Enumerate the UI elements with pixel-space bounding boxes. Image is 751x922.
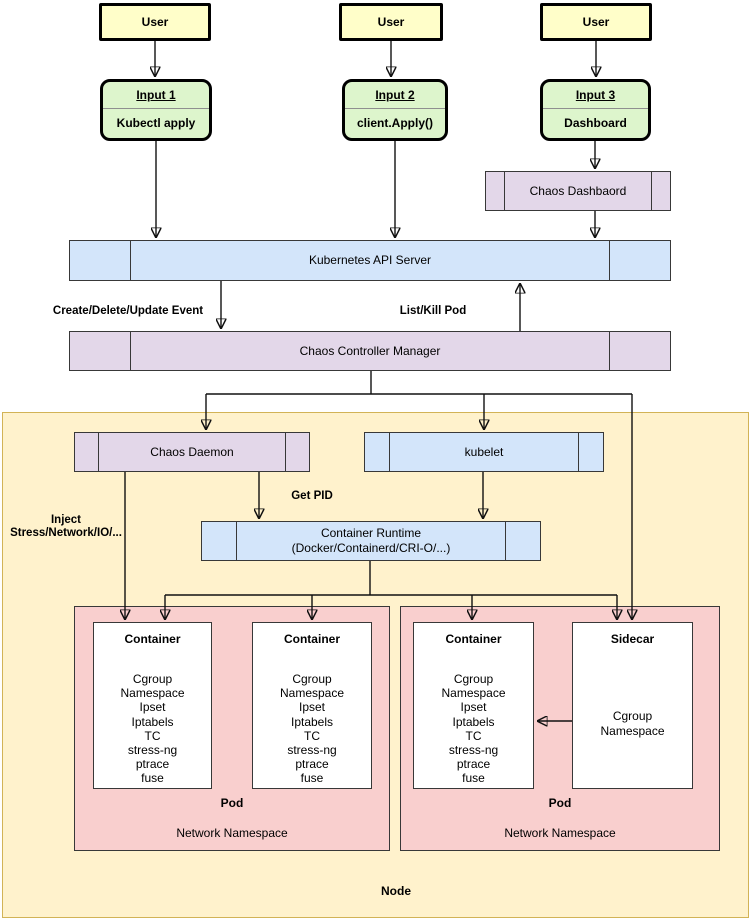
pod-label: Pod (220, 796, 244, 810)
container-box: Container Cgroup Namespace Ipset Iptabel… (93, 622, 212, 789)
chaos-dashboard-box: Chaos Dashbaord (485, 171, 671, 211)
container-box: Container Cgroup Namespace Ipset Iptabel… (413, 622, 534, 789)
get-pid-label: Get PID (291, 490, 333, 502)
kubernetes-api-server-box: Kubernetes API Server (69, 240, 671, 281)
network-namespace-label: Network Namespace (176, 826, 288, 840)
sidecar-feature-list: Cgroup Namespace (600, 709, 665, 738)
input3-subtitle: Dashboard (564, 116, 627, 130)
input1-title: Input 1 (103, 82, 209, 109)
container-box: Container Cgroup Namespace Ipset Iptabel… (252, 622, 372, 789)
user-label: User (582, 14, 610, 29)
sidecar-box: Sidecar Cgroup Namespace (572, 622, 693, 789)
list-kill-pod-label: List/Kill Pod (399, 305, 467, 317)
container-title: Container (283, 632, 340, 646)
chaos-daemon-box: Chaos Daemon (74, 432, 310, 472)
user-box: User (99, 3, 211, 41)
container-title: Container (445, 632, 502, 646)
user-box: User (339, 3, 443, 41)
container-feature-list: Cgroup Namespace Ipset Iptabels TC stres… (120, 672, 185, 786)
input3-box: Input 3 Dashboard (540, 79, 651, 141)
container-title: Container (124, 632, 181, 646)
input3-title: Input 3 (543, 82, 648, 109)
input2-box: Input 2 client.Apply() (342, 79, 448, 141)
chaos-dashboard-label: Chaos Dashbaord (529, 183, 627, 198)
user-label: User (141, 14, 169, 29)
input2-subtitle: client.Apply() (356, 116, 433, 130)
chaos-daemon-label: Chaos Daemon (150, 444, 234, 459)
container-feature-list: Cgroup Namespace Ipset Iptabels TC stres… (279, 672, 345, 786)
kubelet-label: kubelet (464, 444, 504, 459)
container-runtime-label: Container Runtime (Docker/Containerd/CRI… (291, 526, 451, 555)
create-delete-update-event-label: Create/Delete/Update Event (52, 305, 204, 317)
chaos-controller-manager-label: Chaos Controller Manager (299, 343, 441, 358)
kubelet-box: kubelet (364, 432, 604, 472)
node-label: Node (381, 884, 411, 898)
inject-label: Inject Stress/Network/IO/... (10, 514, 122, 539)
chaos-controller-manager-box: Chaos Controller Manager (69, 331, 671, 371)
pod-label: Pod (548, 796, 572, 810)
input2-title: Input 2 (345, 82, 445, 109)
container-runtime-box: Container Runtime (Docker/Containerd/CRI… (201, 521, 541, 561)
network-namespace-label: Network Namespace (504, 826, 616, 840)
user-box: User (540, 3, 652, 41)
kubernetes-api-server-label: Kubernetes API Server (308, 253, 432, 267)
input1-subtitle: Kubectl apply (116, 116, 196, 130)
user-label: User (377, 14, 405, 29)
input1-box: Input 1 Kubectl apply (100, 79, 212, 141)
container-feature-list: Cgroup Namespace Ipset Iptabels TC stres… (441, 672, 506, 786)
sidecar-title: Sidecar (610, 632, 655, 646)
